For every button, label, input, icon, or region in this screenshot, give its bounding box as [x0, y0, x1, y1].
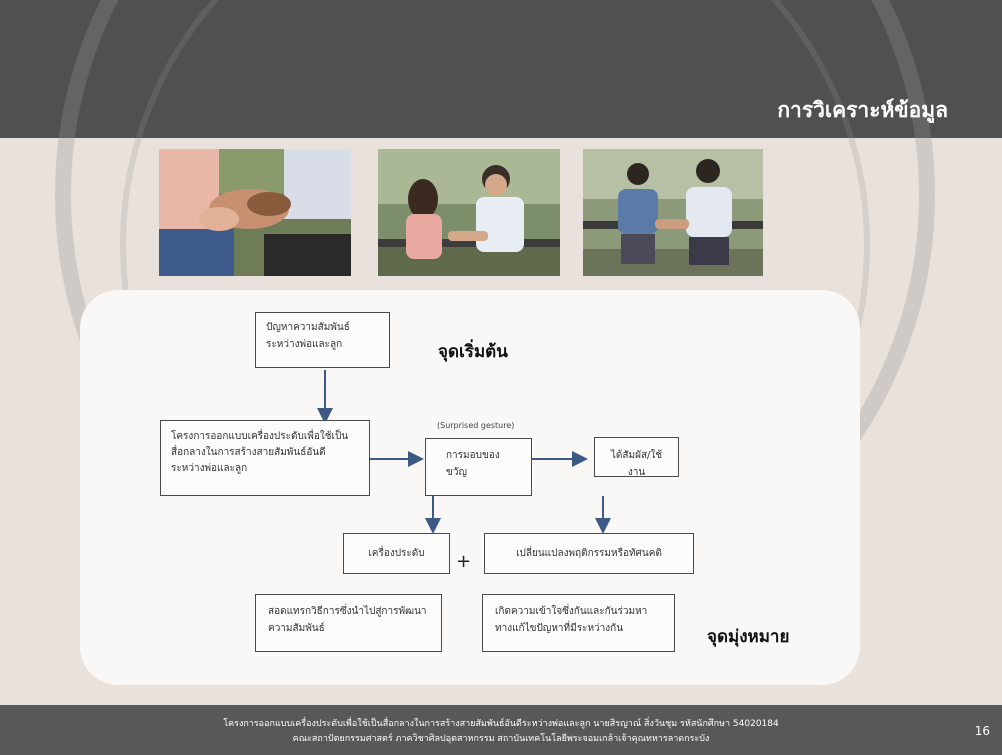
plus-sign: +	[456, 551, 472, 572]
page-number: 16	[974, 724, 990, 738]
box-jewelry-design-project: โครงการออกแบบเครื่องประดับเพื่อใช้เป็นสื…	[160, 420, 370, 496]
box-mutual-understanding: เกิดความเข้าใจซึ่งกันและกันร่วมหาทางแก้ไ…	[482, 594, 675, 652]
box-relationship-approach: สอดแทรกวิธีการซึ่งนำไปสู่การพัฒนาความสัม…	[255, 594, 442, 652]
box-jewelry: เครื่องประดับ	[343, 533, 450, 574]
label-starting-point: จุดเริ่มต้น	[438, 342, 508, 362]
slide-title: การวิเคราะห์ข้อมูล	[777, 98, 948, 122]
label-goal: จุดมุ่งหมาย	[707, 627, 790, 647]
footer-credit-line-1: โครงการออกแบบเครื่องประดับเพื่อใช้เป็นสื…	[223, 719, 779, 729]
label-surprised-gesture: (Surprised gesture)	[437, 421, 515, 430]
box-behavior-change: เปลี่ยนแปลงพฤติกรรมหรือทัศนคติ	[484, 533, 694, 574]
slide-footer: โครงการออกแบบเครื่องประดับเพื่อใช้เป็นสื…	[0, 705, 1002, 755]
photo-hands-holding-jewelry	[159, 149, 351, 276]
slide-header	[0, 0, 1002, 138]
box-father-son-problem: ปัญหาความสัมพันธ์ระหว่างพ่อและลูก	[255, 312, 390, 368]
photo-couple-on-bench	[378, 149, 560, 276]
photo-two-men-on-bench	[583, 149, 763, 276]
box-gift-giving: การมอบของขวัญ	[425, 438, 532, 496]
box-touch-use: ได้สัมผัส/ใช้งาน	[594, 437, 679, 478]
footer-credit-line-2: คณะสถาปัตยกรรมศาสตร์ ภาควิชาศิลปอุตสาหกร…	[292, 734, 710, 744]
